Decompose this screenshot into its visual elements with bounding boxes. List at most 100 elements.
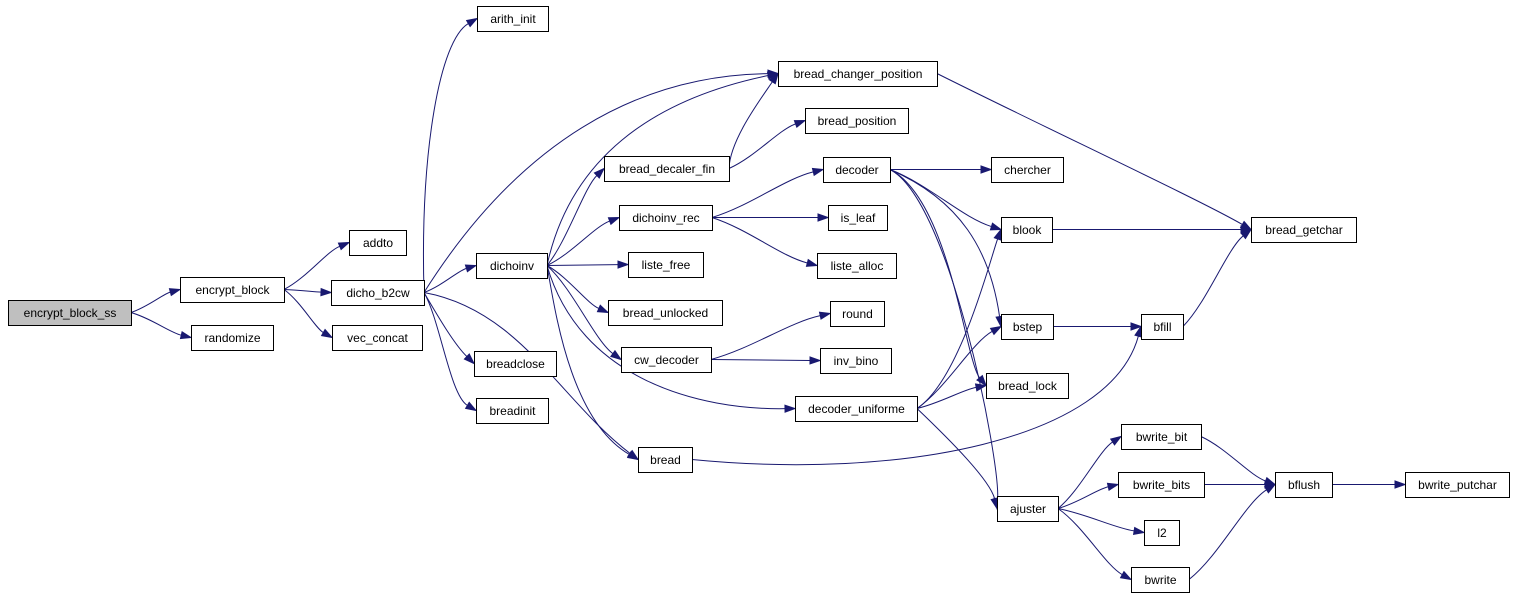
edge-blook-to-bread_getchar xyxy=(1052,225,1253,234)
edge-decoder-to-bstep xyxy=(889,169,1004,328)
node-bwrite_bit[interactable]: bwrite_bit xyxy=(1121,424,1202,450)
node-label: l2 xyxy=(1157,526,1167,540)
node-cw_decoder[interactable]: cw_decoder xyxy=(621,347,712,373)
node-bwrite_putchar[interactable]: bwrite_putchar xyxy=(1405,472,1510,498)
node-bread_lock[interactable]: bread_lock xyxy=(986,373,1069,399)
node-label: randomize xyxy=(204,331,260,345)
arrowhead-icon xyxy=(805,258,819,267)
node-breadclose[interactable]: breadclose xyxy=(474,351,557,377)
node-box xyxy=(1141,314,1184,340)
edge-line xyxy=(546,175,598,266)
edge-line xyxy=(1188,489,1267,580)
node-liste_free[interactable]: liste_free xyxy=(628,252,704,278)
edge-encrypt_block-to-addto xyxy=(283,241,351,290)
node-is_leaf[interactable]: is_leaf xyxy=(828,205,888,231)
node-box xyxy=(621,347,712,373)
edge-line xyxy=(916,238,999,409)
node-encrypt_block[interactable]: encrypt_block xyxy=(180,277,285,303)
edge-decoder-to-chercher xyxy=(890,165,993,174)
node-label: bflush xyxy=(1288,478,1320,492)
edge-ajuster-to-bwrite xyxy=(1057,508,1133,581)
node-label: bread_changer_position xyxy=(794,67,923,81)
edge-decoder_uniforme-to-blook xyxy=(916,228,1002,409)
node-bwrite[interactable]: bwrite xyxy=(1131,567,1190,593)
edge-line xyxy=(546,220,610,266)
node-box xyxy=(1118,472,1205,498)
node-decoder_uniforme[interactable]: decoder_uniforme xyxy=(795,396,918,422)
node-blook[interactable]: blook xyxy=(1001,217,1053,243)
node-l2[interactable]: l2 xyxy=(1144,520,1180,546)
node-box xyxy=(191,325,274,351)
arrowhead-icon xyxy=(980,165,993,174)
node-bwrite_bits[interactable]: bwrite_bits xyxy=(1118,472,1205,498)
edge-line xyxy=(1182,235,1244,327)
node-ajuster[interactable]: ajuster xyxy=(997,496,1059,522)
node-bread_decaler_fin[interactable]: bread_decaler_fin xyxy=(604,156,730,182)
edge-line xyxy=(1057,486,1109,509)
node-liste_alloc[interactable]: liste_alloc xyxy=(817,253,897,279)
node-bstep[interactable]: bstep xyxy=(1001,314,1054,340)
node-chercher[interactable]: chercher xyxy=(991,157,1064,183)
node-vec_concat[interactable]: vec_concat xyxy=(332,325,423,351)
node-bread[interactable]: bread xyxy=(638,447,693,473)
node-bflush[interactable]: bflush xyxy=(1275,472,1333,498)
node-encrypt_block_ss[interactable]: encrypt_block_ss xyxy=(8,300,132,326)
arrowhead-icon xyxy=(168,288,182,297)
node-dicho_b2cw[interactable]: dicho_b2cw xyxy=(331,280,425,306)
node-box xyxy=(1405,472,1510,498)
arrowhead-icon xyxy=(465,17,479,28)
arrowhead-icon xyxy=(989,325,1003,336)
node-box xyxy=(180,277,285,303)
node-box xyxy=(1001,217,1053,243)
arrowhead-icon xyxy=(766,71,780,80)
node-inv_bino[interactable]: inv_bino xyxy=(820,348,892,374)
edge-line xyxy=(423,267,467,293)
node-label: encrypt_block_ss xyxy=(24,306,117,320)
edge-line xyxy=(423,73,769,293)
edge-ajuster-to-bwrite_bit xyxy=(1057,435,1123,509)
arrowhead-icon xyxy=(809,356,822,365)
node-box xyxy=(991,157,1064,183)
node-box xyxy=(820,348,892,374)
node-bfill[interactable]: bfill xyxy=(1141,314,1184,340)
node-box xyxy=(1121,424,1202,450)
node-bread_getchar[interactable]: bread_getchar xyxy=(1251,217,1357,243)
edge-decoder-to-ajuster xyxy=(889,169,1002,511)
arrowhead-icon xyxy=(1394,480,1407,489)
node-randomize[interactable]: randomize xyxy=(191,325,274,351)
arrowhead-icon xyxy=(320,287,333,297)
arrowhead-icon xyxy=(811,167,825,177)
node-label: bwrite xyxy=(1144,573,1176,587)
node-label: bread_decaler_fin xyxy=(619,162,715,176)
arrowhead-icon xyxy=(337,241,351,251)
edge-dichoinv-to-bread_decaler_fin xyxy=(546,167,606,266)
edge-line xyxy=(130,312,182,336)
edge-line xyxy=(889,169,1001,317)
node-arith_init[interactable]: arith_init xyxy=(477,6,549,32)
arrowhead-icon xyxy=(179,330,193,340)
node-addto[interactable]: addto xyxy=(349,230,407,256)
node-label: bfill xyxy=(1153,320,1171,334)
node-label: bwrite_bit xyxy=(1136,430,1188,444)
node-box xyxy=(476,253,548,279)
node-box xyxy=(1131,567,1190,593)
edge-dichoinv_rec-to-decoder xyxy=(711,167,825,218)
node-label: is_leaf xyxy=(841,211,876,225)
node-box xyxy=(331,280,425,306)
edge-line xyxy=(1057,508,1135,532)
node-label: bstep xyxy=(1013,320,1043,334)
node-dichoinv_rec[interactable]: dichoinv_rec xyxy=(619,205,713,231)
node-decoder[interactable]: decoder xyxy=(823,157,891,183)
edge-dichoinv-to-dichoinv_rec xyxy=(546,216,621,266)
node-label: blook xyxy=(1013,223,1043,237)
edge-line xyxy=(283,289,322,293)
node-bread_unlocked[interactable]: bread_unlocked xyxy=(608,300,723,326)
arrowhead-icon xyxy=(596,304,610,314)
arrowhead-icon xyxy=(990,497,999,510)
node-dichoinv[interactable]: dichoinv xyxy=(476,253,548,279)
node-bread_changer_position[interactable]: bread_changer_position xyxy=(778,61,938,87)
edge-line xyxy=(283,289,324,333)
node-bread_position[interactable]: bread_position xyxy=(805,108,909,134)
node-round[interactable]: round xyxy=(830,301,885,327)
node-breadinit[interactable]: breadinit xyxy=(476,398,549,424)
